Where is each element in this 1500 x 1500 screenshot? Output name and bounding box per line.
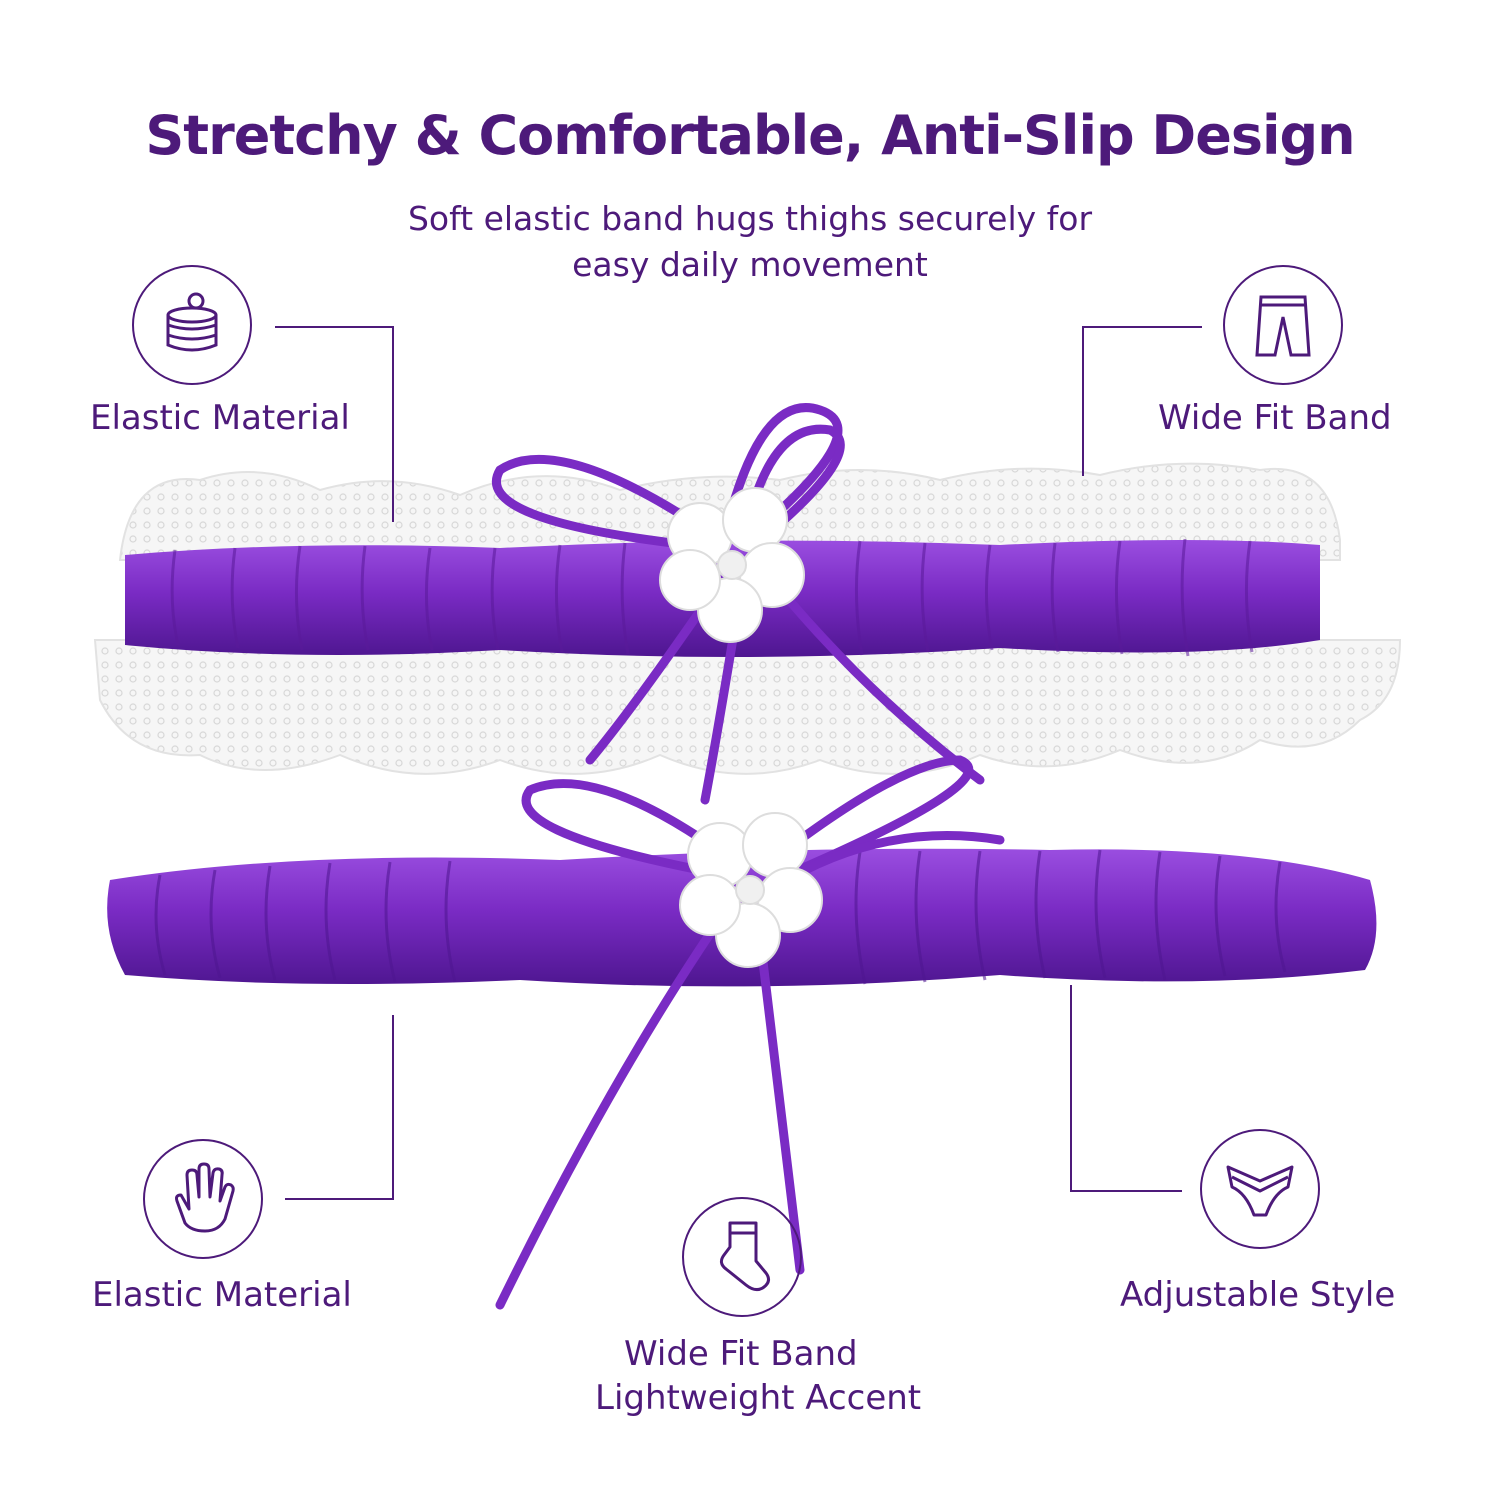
pants-icon: [1223, 265, 1343, 385]
sock-icon: [682, 1197, 802, 1317]
subtitle: Soft elastic band hugs thighs securely f…: [350, 196, 1150, 288]
leader-top-left-v: [392, 326, 394, 522]
leader-top-right-h: [1082, 326, 1202, 328]
subtitle-line-1: Soft elastic band hugs thighs securely f…: [407, 199, 1093, 238]
leader-bottom-right-h: [1070, 1190, 1182, 1192]
leader-bottom-left-v: [392, 1015, 394, 1200]
feature-label-bottom-center-1: Wide Fit Band: [624, 1334, 858, 1374]
lace-bottom-ruffle: [93, 639, 1402, 775]
leader-top-right-v: [1082, 326, 1084, 476]
leader-bottom-left-h: [285, 1198, 393, 1200]
flower-top: [659, 487, 805, 643]
subtitle-line-2: easy daily movement: [572, 245, 928, 284]
leader-top-left-h: [275, 326, 393, 328]
leader-bottom-right-v: [1070, 985, 1072, 1192]
feature-label-top-left: Elastic Material: [90, 398, 350, 438]
feature-label-bottom-left: Elastic Material: [92, 1275, 352, 1315]
page-title: Stretchy & Comfortable, Anti-Slip Design: [145, 104, 1355, 167]
cake-layers-icon: [132, 265, 252, 385]
feature-label-bottom-right: Adjustable Style: [1120, 1275, 1396, 1315]
flower-bottom: [679, 812, 823, 968]
feature-label-bottom-center-2: Lightweight Accent: [595, 1378, 922, 1418]
underwear-icon: [1200, 1129, 1320, 1249]
hand-icon: [143, 1139, 263, 1259]
feature-label-top-right: Wide Fit Band: [1158, 398, 1392, 438]
